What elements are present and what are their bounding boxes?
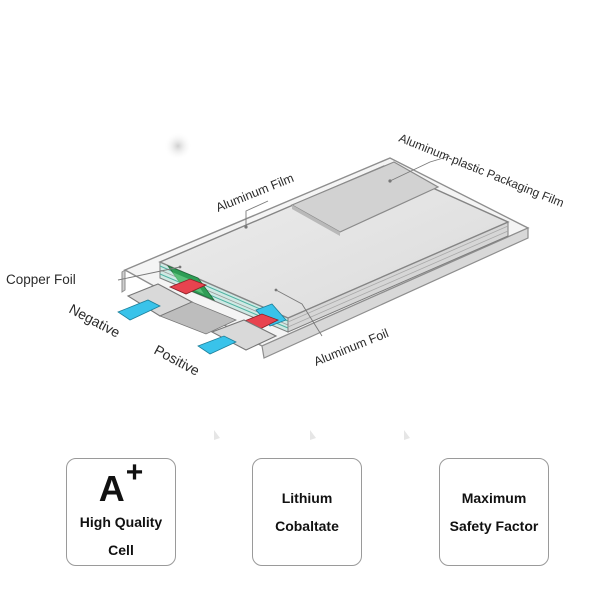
feature-card-safety: Maximum Safety Factor [439,458,549,566]
grade-badge: A+ [98,456,144,509]
card-line: Safety Factor [449,518,539,534]
card-line: Cobaltate [275,518,339,534]
card-line: High Quality [79,514,163,530]
card-line: Maximum [461,490,527,506]
label-aluminum-foil: Aluminum Foil [312,326,391,369]
negative-tab [117,283,237,335]
feature-card-material: Lithium Cobaltate [252,458,362,566]
card-line: Lithium [281,490,333,506]
label-positive: Positive [152,342,203,379]
label-negative: Negative [67,301,123,341]
positive-tab [197,319,278,355]
negative-electrode [166,265,216,301]
decorative-blur [164,132,192,160]
leader-lines [117,155,451,337]
feature-card-quality: A+ High Quality Cell [66,456,176,566]
card-line: Cell [108,542,134,558]
label-copper-foil: Copper Foil [6,272,76,287]
